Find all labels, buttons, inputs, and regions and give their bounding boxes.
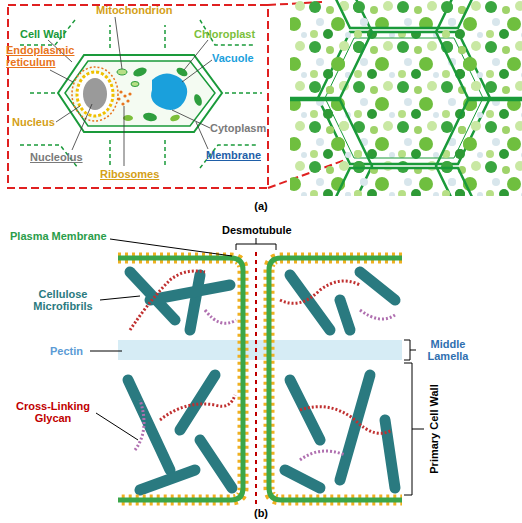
- brackets: [90, 238, 424, 495]
- endoplasmic-reticulum: [72, 67, 118, 121]
- cellulose-microfibrils: [128, 272, 395, 490]
- nucleolus: [83, 78, 107, 110]
- part-label: Plasma Membrane: [10, 230, 120, 242]
- part-label: Mitochondrion: [96, 4, 186, 16]
- cell-membrane: [65, 61, 215, 126]
- part-label: Primary Cell Wall: [428, 364, 440, 494]
- part-label: (a): [246, 200, 276, 212]
- neighbour-walls: [20, 20, 262, 168]
- chloroplasts: [123, 66, 203, 123]
- tissue-zoom: [290, 0, 522, 196]
- part-label: (b): [246, 507, 276, 519]
- leader-lines: [48, 17, 212, 166]
- part-label: Ribosomes: [100, 168, 170, 180]
- part-label: Membrane: [206, 149, 268, 161]
- plasma-membrane: [118, 258, 402, 500]
- part-label: Endoplasmic reticulum: [6, 44, 80, 68]
- cell-wall: [58, 55, 222, 132]
- part-label: Chloroplast: [194, 28, 266, 40]
- part-label: Pectin: [50, 345, 95, 357]
- zoom-frame: [8, 5, 268, 188]
- mitochondria: [117, 69, 139, 87]
- nucleus: [77, 72, 113, 116]
- part-label: Cross-Linking Glycan: [10, 400, 96, 424]
- part-label: Cellulose Microfibrils: [26, 288, 100, 312]
- part-label: Cytoplasm: [210, 122, 268, 134]
- part-label: Desmotubule: [222, 224, 302, 236]
- ribosomes: [117, 90, 131, 105]
- part-label: Vacuole: [212, 52, 267, 64]
- pectin-band: [118, 340, 402, 360]
- part-label: Middle Lamella: [416, 338, 480, 362]
- desmotubule-line: [255, 252, 257, 505]
- part-label: Cell Wall: [20, 28, 90, 40]
- cross-linking-glycans: [130, 271, 395, 460]
- vacuole: [151, 73, 187, 110]
- part-label: Nucleus: [12, 116, 62, 128]
- part-label: Nucleolus: [30, 151, 92, 163]
